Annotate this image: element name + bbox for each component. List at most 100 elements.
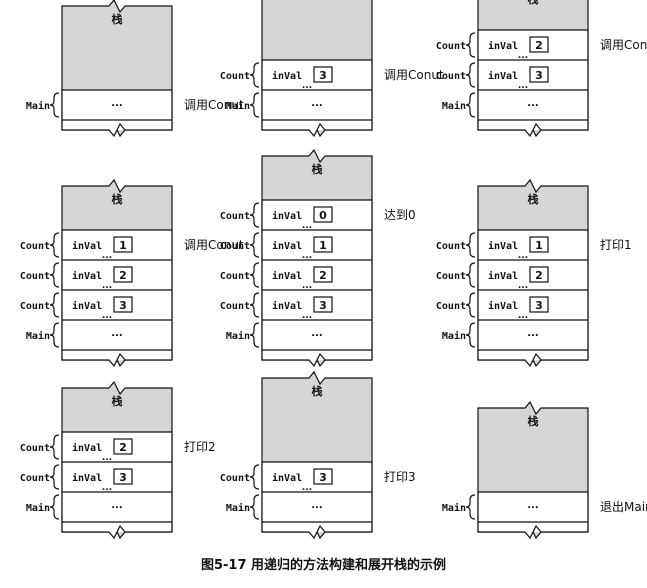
inval-value: 3	[319, 299, 327, 312]
frame-brace	[465, 292, 476, 318]
main-brace	[465, 322, 476, 348]
inval-box	[529, 266, 549, 283]
figure-caption: 图5-17 用递归的方法构建和展开栈的示例	[200, 558, 447, 573]
count-label: Count	[436, 41, 466, 52]
stack-bottom-edge	[478, 524, 588, 540]
inval-box	[529, 236, 549, 253]
frame-brace	[465, 232, 476, 258]
inval-box	[313, 66, 333, 83]
inval-label: inVal	[488, 40, 518, 52]
frame-ellipsis: ...	[518, 281, 528, 291]
inval-value: 3	[119, 299, 127, 312]
stack-sides	[477, 30, 589, 130]
stack-sides	[61, 432, 173, 532]
inval-label: inVal	[272, 472, 302, 484]
stack-title: 栈	[312, 384, 323, 398]
frame-brace	[249, 464, 260, 490]
main-label: Main	[442, 330, 466, 342]
main-label: Main	[442, 100, 466, 112]
frame-brace	[49, 262, 60, 288]
inval-box	[529, 296, 549, 313]
frame-ellipsis: ...	[102, 483, 112, 493]
frame-brace	[49, 464, 60, 490]
inval-value: 3	[535, 299, 543, 312]
main-brace	[465, 494, 476, 520]
stack-bottom-edge	[62, 524, 172, 540]
count-label: Count	[20, 443, 50, 454]
main-label: Main	[226, 330, 250, 342]
frame-brace	[465, 262, 476, 288]
inval-label: inVal	[488, 240, 518, 252]
frame-brace	[249, 262, 260, 288]
stack-bottom-edge	[62, 352, 172, 368]
stack-sides	[477, 492, 589, 532]
stack-used-area	[62, 90, 172, 130]
frame-ellipsis: ...	[518, 51, 528, 61]
frame-brace	[49, 232, 60, 258]
stack-annotation: 退出Main	[600, 500, 647, 514]
stack-bottom-edge	[62, 122, 172, 138]
inval-box	[313, 206, 333, 223]
stack-annotation: 调用Conut	[184, 238, 244, 252]
main-brace	[249, 494, 260, 520]
frame-brace	[249, 232, 260, 258]
stack-annotation: 打印3	[384, 470, 416, 484]
frame-ellipsis: ...	[302, 311, 312, 321]
main-label: Main	[226, 100, 250, 112]
stack-title: 栈	[312, 162, 323, 176]
main-ellipsis: ...	[311, 328, 322, 339]
inval-box	[113, 236, 133, 253]
frame-ellipsis: ...	[302, 81, 312, 91]
inval-label: inVal	[488, 300, 518, 312]
count-label: Count	[20, 241, 50, 252]
stack-title: 栈	[112, 12, 123, 26]
stack-annotation: 调用Conut	[600, 38, 647, 52]
main-brace	[49, 92, 60, 118]
stack-diagram: 栈CountinVal2...CountinVal3...Main...调用Co…	[436, 0, 647, 138]
frame-ellipsis: ...	[518, 81, 528, 91]
inval-value: 3	[319, 471, 327, 484]
main-ellipsis: ...	[311, 98, 322, 109]
count-label: Count	[436, 271, 466, 282]
inval-box	[313, 236, 333, 253]
inval-box	[529, 36, 549, 53]
inval-value: 3	[535, 69, 543, 82]
inval-box	[313, 266, 333, 283]
stack-annotation: 调用Conut	[184, 98, 244, 112]
frame-brace	[249, 62, 260, 88]
count-label: Count	[436, 241, 466, 252]
inval-label: inVal	[272, 70, 302, 82]
main-ellipsis: ...	[111, 328, 122, 339]
main-brace	[249, 92, 260, 118]
stack-bottom-edge	[262, 524, 372, 540]
inval-value: 2	[319, 269, 327, 282]
stack-bottom-edge	[262, 122, 372, 138]
frame-ellipsis: ...	[102, 251, 112, 261]
frame-ellipsis: ...	[518, 251, 528, 261]
inval-value: 3	[119, 471, 127, 484]
inval-value: 1	[319, 239, 327, 252]
count-label: Count	[436, 301, 466, 312]
main-ellipsis: ...	[527, 98, 538, 109]
stack-title: 栈	[528, 414, 539, 428]
inval-value: 1	[119, 239, 127, 252]
inval-box	[313, 468, 333, 485]
main-brace	[49, 494, 60, 520]
stack-annotation: 调用Conut	[384, 68, 444, 82]
frame-ellipsis: ...	[302, 251, 312, 261]
main-ellipsis: ...	[527, 500, 538, 511]
frame-brace	[465, 62, 476, 88]
inval-box	[313, 296, 333, 313]
inval-label: inVal	[72, 270, 102, 282]
inval-label: inVal	[272, 210, 302, 222]
inval-label: inVal	[72, 300, 102, 312]
frame-ellipsis: ...	[518, 311, 528, 321]
inval-box	[113, 266, 133, 283]
main-label: Main	[226, 502, 250, 514]
stack-bottom-edge	[262, 352, 372, 368]
